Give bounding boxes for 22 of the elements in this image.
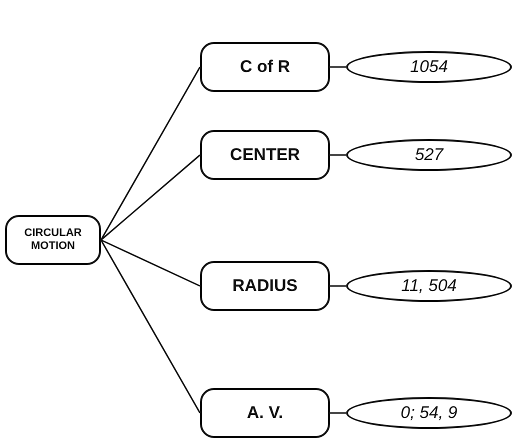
- connector-line: [100, 154, 200, 241]
- category-box: [200, 261, 330, 311]
- connector-line: [330, 285, 346, 287]
- connector-line: [100, 66, 201, 240]
- node-label: RADIUS: [232, 276, 298, 296]
- node-label: 11, 504: [401, 276, 457, 296]
- node-label: CIRCULAR MOTION: [23, 227, 83, 253]
- node-label: 1054: [410, 57, 448, 77]
- connector-line: [330, 154, 346, 156]
- connector-line: [100, 239, 200, 287]
- node-label: 527: [414, 145, 444, 165]
- category-box: [200, 42, 330, 92]
- category-box: [200, 130, 330, 180]
- topic-box: [5, 215, 101, 265]
- node-label: A. V.: [246, 403, 284, 423]
- node-label: C of R: [240, 57, 290, 77]
- connector-line: [330, 412, 346, 414]
- node-label: CENTER: [230, 145, 300, 165]
- node-label: 0; 54, 9: [400, 403, 458, 423]
- category-box: [200, 388, 330, 438]
- connector-line: [100, 240, 201, 414]
- connector-line: [330, 66, 346, 68]
